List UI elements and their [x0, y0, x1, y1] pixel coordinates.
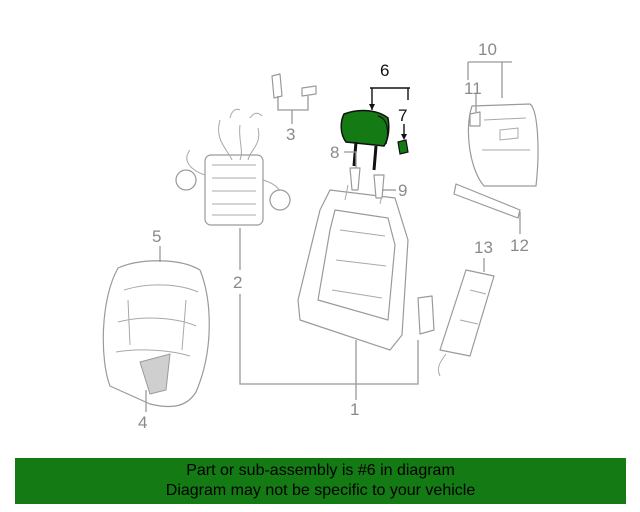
info-banner: Part or sub-assembly is #6 in diagram Di…: [15, 458, 626, 504]
part-11-clip[interactable]: [469, 111, 481, 127]
callout-4[interactable]: 4: [138, 413, 147, 432]
callout-12[interactable]: 12: [510, 236, 529, 255]
part-8-guide-sleeve[interactable]: [349, 167, 361, 191]
part-2-seat-heater-pad[interactable]: [175, 108, 291, 226]
callout-10[interactable]: 10: [478, 40, 497, 59]
callout-3[interactable]: 3: [286, 125, 295, 144]
part-9-guide[interactable]: [373, 174, 385, 199]
callout-11[interactable]: 11: [464, 79, 482, 98]
callout-7[interactable]: 7: [398, 106, 407, 125]
callout-1[interactable]: 1: [350, 400, 359, 419]
seat-parts-diagram: 6 7 3 10 11 8 9 5 2 4 1 12 13: [102, 40, 539, 432]
part-3-clips[interactable]: [271, 73, 317, 99]
callout-8[interactable]: 8: [330, 143, 339, 162]
part-6-headrest[interactable]: [340, 109, 390, 171]
part-10-rear-panel[interactable]: [467, 103, 539, 187]
banner-line-part-info: Part or sub-assembly is #6 in diagram: [186, 462, 455, 479]
callout-6[interactable]: 6: [380, 61, 389, 80]
part-7-release-button[interactable]: [397, 139, 409, 155]
part-13-side-panel[interactable]: [437, 269, 495, 377]
part-5-seat-back-cover[interactable]: [102, 260, 210, 408]
leader-lines: [145, 61, 521, 412]
part-1-seat-back-frame[interactable]: [297, 184, 435, 351]
part-12-trim-strip[interactable]: [453, 183, 521, 219]
banner-line-disclaimer: Diagram may not be specific to your vehi…: [165, 482, 476, 499]
callout-5[interactable]: 5: [152, 227, 161, 246]
callout-2[interactable]: 2: [233, 273, 242, 292]
callout-13[interactable]: 13: [474, 238, 493, 257]
callout-9[interactable]: 9: [398, 181, 407, 200]
